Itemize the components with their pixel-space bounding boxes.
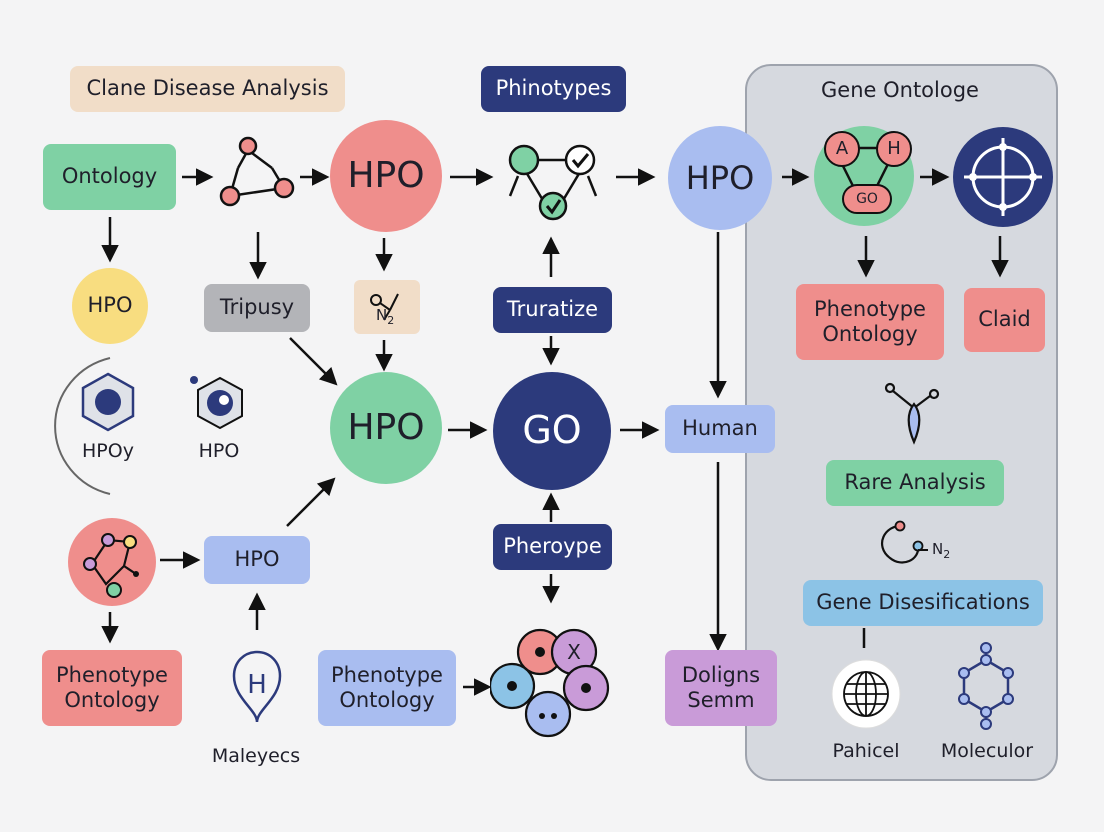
crosshair-globe-icon [953, 127, 1053, 227]
n-char-b: N [932, 540, 944, 558]
phinotypes-chip: Phinotypes [481, 66, 626, 112]
human-label: Human [682, 416, 758, 441]
hydrogen-pin-icon [232, 650, 282, 723]
hpoy-label: HPOy [82, 440, 134, 462]
phenotype-ontology-bottom-left-box: Phenotype Ontology [42, 650, 182, 726]
n-char-a: N [376, 306, 388, 324]
hpo-red-circle: HPO [330, 120, 442, 232]
doligns-semm-box: Doligns Semm [665, 650, 777, 726]
gene-ontologe-title: Gene Ontologe [821, 78, 979, 102]
doligns-semm-label: Doligns Semm [681, 662, 761, 712]
node-h: H [876, 131, 912, 167]
hpo-blue-label: HPO [234, 547, 280, 572]
check-network-icon [508, 144, 598, 221]
human-box: Human [665, 405, 775, 453]
go-center-label: GO [522, 408, 582, 453]
ring-molecule-icon [880, 520, 928, 564]
phenotype-ontology-bottom-left-label: Phenotype Ontology [56, 662, 168, 712]
maleyecs-label: Maleyecs [211, 745, 301, 767]
node-go-small-label: GO [856, 190, 878, 207]
hpo-blue-box: HPO [204, 536, 310, 584]
gene-disesifications-label: Gene Disesifications [816, 590, 1030, 615]
node-a-label: A [835, 138, 849, 160]
hpo-lavender-circle: HPO [668, 126, 772, 230]
gene-disesifications-box: Gene Disesifications [803, 580, 1043, 626]
tripusy-label: Tripusy [219, 295, 295, 320]
pheroype-box: Pheroype [493, 524, 612, 570]
phenotype-ontology-bottom-mid-label: Phenotype Ontology [331, 662, 443, 712]
molecule-hex-icon [958, 642, 1014, 730]
node-go-small: GO [842, 184, 892, 214]
sub-2-a: 2 [387, 314, 395, 327]
cell-x-label: X [567, 640, 581, 664]
hpo-lavender-label: HPO [685, 158, 755, 197]
hpo-small-label: HPO [198, 440, 240, 462]
hydrogen-glyph: H [247, 670, 267, 700]
title-label: Clane Disease Analysis [86, 76, 329, 101]
phenotype-ontology-right-box: Phenotype Ontology [796, 284, 944, 360]
pheroype-label: Pheroype [503, 534, 602, 559]
node-h-label: H [887, 138, 901, 160]
phinotypes-label: Phinotypes [495, 76, 612, 101]
rare-analysis-label: Rare Analysis [844, 470, 986, 495]
network-graph-icon [219, 136, 295, 207]
sub-2-b: 2 [943, 548, 951, 561]
hex-cell-icon [81, 372, 135, 432]
globe-grid-icon [831, 659, 901, 729]
bracket-arc [54, 357, 111, 495]
molecule-small-icon [370, 293, 399, 321]
ontology-label: Ontology [61, 164, 158, 189]
node-a: A [824, 131, 860, 167]
arrow-tripusy-hpo-green [289, 337, 338, 386]
flask-network-icon [884, 382, 940, 445]
rare-analysis-box: Rare Analysis [826, 460, 1004, 506]
truratize-box: Truratize [493, 287, 612, 333]
claid-label: Claid [978, 307, 1031, 332]
hpo-red-label: HPO [347, 155, 425, 197]
phenotype-ontology-right-label: Phenotype Ontology [814, 296, 926, 346]
hpo-green-label: HPO [347, 407, 425, 449]
eye-cell-icon [190, 376, 243, 430]
molecular-label: Moleculor [940, 740, 1034, 762]
truratize-label: Truratize [506, 297, 599, 322]
claid-box: Claid [964, 288, 1045, 352]
go-center-circle: GO [493, 372, 611, 490]
title-chip: Clane Disease Analysis [70, 66, 345, 112]
cell-cluster-icon [490, 628, 610, 738]
molecule-small-n2: N2 [376, 306, 394, 327]
pahicel-label: Pahicel [832, 740, 900, 762]
hpo-yellow-circle: HPO [72, 268, 148, 344]
tripusy-box: Tripusy [204, 284, 310, 332]
hpo-green-circle: HPO [330, 372, 442, 484]
arrow-hpo-blue-hpo-green [286, 477, 336, 527]
hpo-yellow-label: HPO [87, 293, 133, 318]
network-circle-icon [68, 518, 156, 606]
phenotype-ontology-bottom-mid-box: Phenotype Ontology [318, 650, 456, 726]
ontology-box: Ontology [43, 144, 176, 210]
ring-molecule-n2: N2 [932, 540, 950, 561]
